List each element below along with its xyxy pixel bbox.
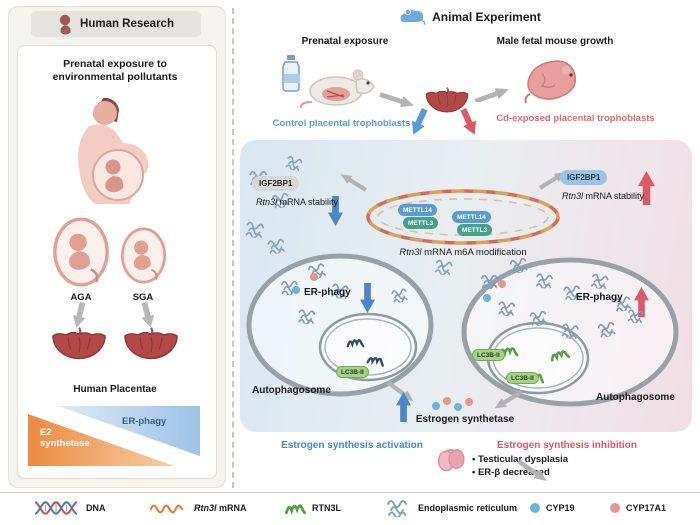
aga-womb-illustration (53, 217, 109, 287)
animal-experiment-title: Animal Experiment (432, 9, 541, 24)
feeding-bottle-icon (282, 55, 300, 92)
fetal-mouse-illustration (524, 60, 577, 104)
cyp19-icon (530, 503, 540, 513)
mrna-stability-left-label: Rtn3l mRNA stability (255, 197, 339, 207)
dna-icon (34, 501, 78, 515)
legend-cyp19-label: CYP19 (546, 503, 575, 513)
placenta-to-fetus-arrow (473, 83, 511, 102)
pathway-illustration (244, 155, 679, 422)
bullet-erb-decreased: • ER-β decreased (472, 467, 550, 478)
autophagosome-left-label: Autophagosome (252, 385, 331, 396)
human-placenta-left-illustration (51, 326, 107, 360)
igf2bp1-badge-right: IGF2BP1 (560, 170, 608, 185)
estrogen-activation-label: Estrogen synthesis activation (281, 440, 423, 451)
human-research-header: Human Research (31, 11, 201, 37)
mouse-icon (400, 9, 426, 25)
legend-cyp17a1-label: CYP17A1 (626, 503, 667, 513)
pregnant-woman-illustration (78, 97, 149, 204)
rtn3l-icon (284, 504, 306, 515)
lc3b-badge-right-2: LC3B-II (506, 372, 539, 384)
legend-mrna-label: Rtn3l mRNA (194, 503, 247, 513)
cyp17a1-dot-right-cell (498, 280, 506, 288)
panel-divider (232, 8, 234, 488)
erphagy-left-label: ER-phagy (304, 287, 351, 298)
mettl3-badge-b: METTL3 (457, 224, 493, 236)
e2-erphagy-wedge (28, 406, 200, 466)
mrna-icon (150, 504, 183, 514)
prenatal-exposure-label: Prenatal exposure (301, 36, 389, 47)
mrna-stability-right-label: Rtn3l mRNA stability (561, 191, 645, 201)
sga-womb-illustration (120, 227, 167, 284)
m6a-modification-label: Rtn3l mRNA m6A modification (399, 247, 527, 258)
animal-experiment-header: Animal Experiment (360, 8, 580, 25)
legend-bar: DNA Rtn3l mRNA RTN3L Endoplasmic reticul… (0, 492, 700, 525)
cyp17a1-icon (610, 503, 620, 513)
human-placentae-label: Human Placentae (73, 384, 157, 395)
cyp19-dot-right-cell (483, 294, 491, 302)
lc3b-badge-right-1: LC3B-II (472, 349, 505, 361)
left-subtitle-line1: Prenatal exposure to (63, 58, 167, 70)
human-research-title: Human Research (80, 18, 174, 30)
endoplasmic-reticulum-icon (387, 500, 407, 517)
lc3b-badge-left: LC3B-II (336, 366, 369, 378)
e2-synthetase-label: E2 synthetase (40, 427, 90, 449)
e2-wedge (28, 414, 174, 466)
cyp19-dot-left-cell (292, 286, 300, 294)
legend-dna-label: DNA (86, 503, 106, 513)
legend-er-label: Endoplasmic reticulum (418, 503, 518, 513)
bullet-testicular-dysplasia: • Testicular dysplasia (472, 454, 569, 465)
left-subtitle-line2: environmental pollutants (52, 71, 178, 84)
outcome-bullets: • Testicular dysplasia • ER-β decreased (472, 453, 568, 479)
human-placenta-right-illustration (123, 326, 179, 360)
erphagy-right-label: ER-phagy (576, 292, 623, 303)
aga-label: AGA (70, 292, 92, 303)
fetus-icon (59, 14, 71, 34)
autophagosome-right-label: Autophagosome (596, 392, 675, 403)
ring-to-igf-left-arrow (338, 170, 369, 195)
adult-mouse-illustration (299, 69, 375, 109)
cd-trophoblasts-label: Cd-exposed placental trophoblasts (496, 113, 655, 124)
mettl3-badge-a: METTL3 (403, 217, 439, 229)
estrogen-inhibition-label: Estrogen synthesis inhibition (496, 440, 637, 451)
autophagosome-left (318, 312, 418, 382)
mettl14-badge-a: METTL14 (398, 204, 437, 216)
dna-ring (366, 189, 560, 245)
mettl14-badge-b: METTL14 (452, 211, 491, 223)
testis-illustration (437, 448, 465, 472)
left-erphagy-label: ER-phagy (122, 416, 167, 427)
estrogen-dots (432, 397, 473, 411)
estrogen-synthetase-label: Estrogen synthetase (415, 414, 515, 425)
sga-label: SGA (132, 292, 154, 303)
control-trophoblasts-label: Control placental trophoblasts (272, 118, 411, 129)
legend-rtn3l-label: RTN3L (312, 503, 341, 513)
left-subtitle: Prenatal exposure to environmental pollu… (30, 58, 200, 84)
cyp17a1-dot-left-cell (310, 273, 318, 281)
outcome-arrow (515, 456, 550, 486)
erphagy-wedge (58, 406, 200, 456)
igf2bp1-badge-left: IGF2BP1 (252, 176, 300, 191)
male-fetal-mouse-growth-label: Male fetal mouse growth (496, 36, 614, 47)
